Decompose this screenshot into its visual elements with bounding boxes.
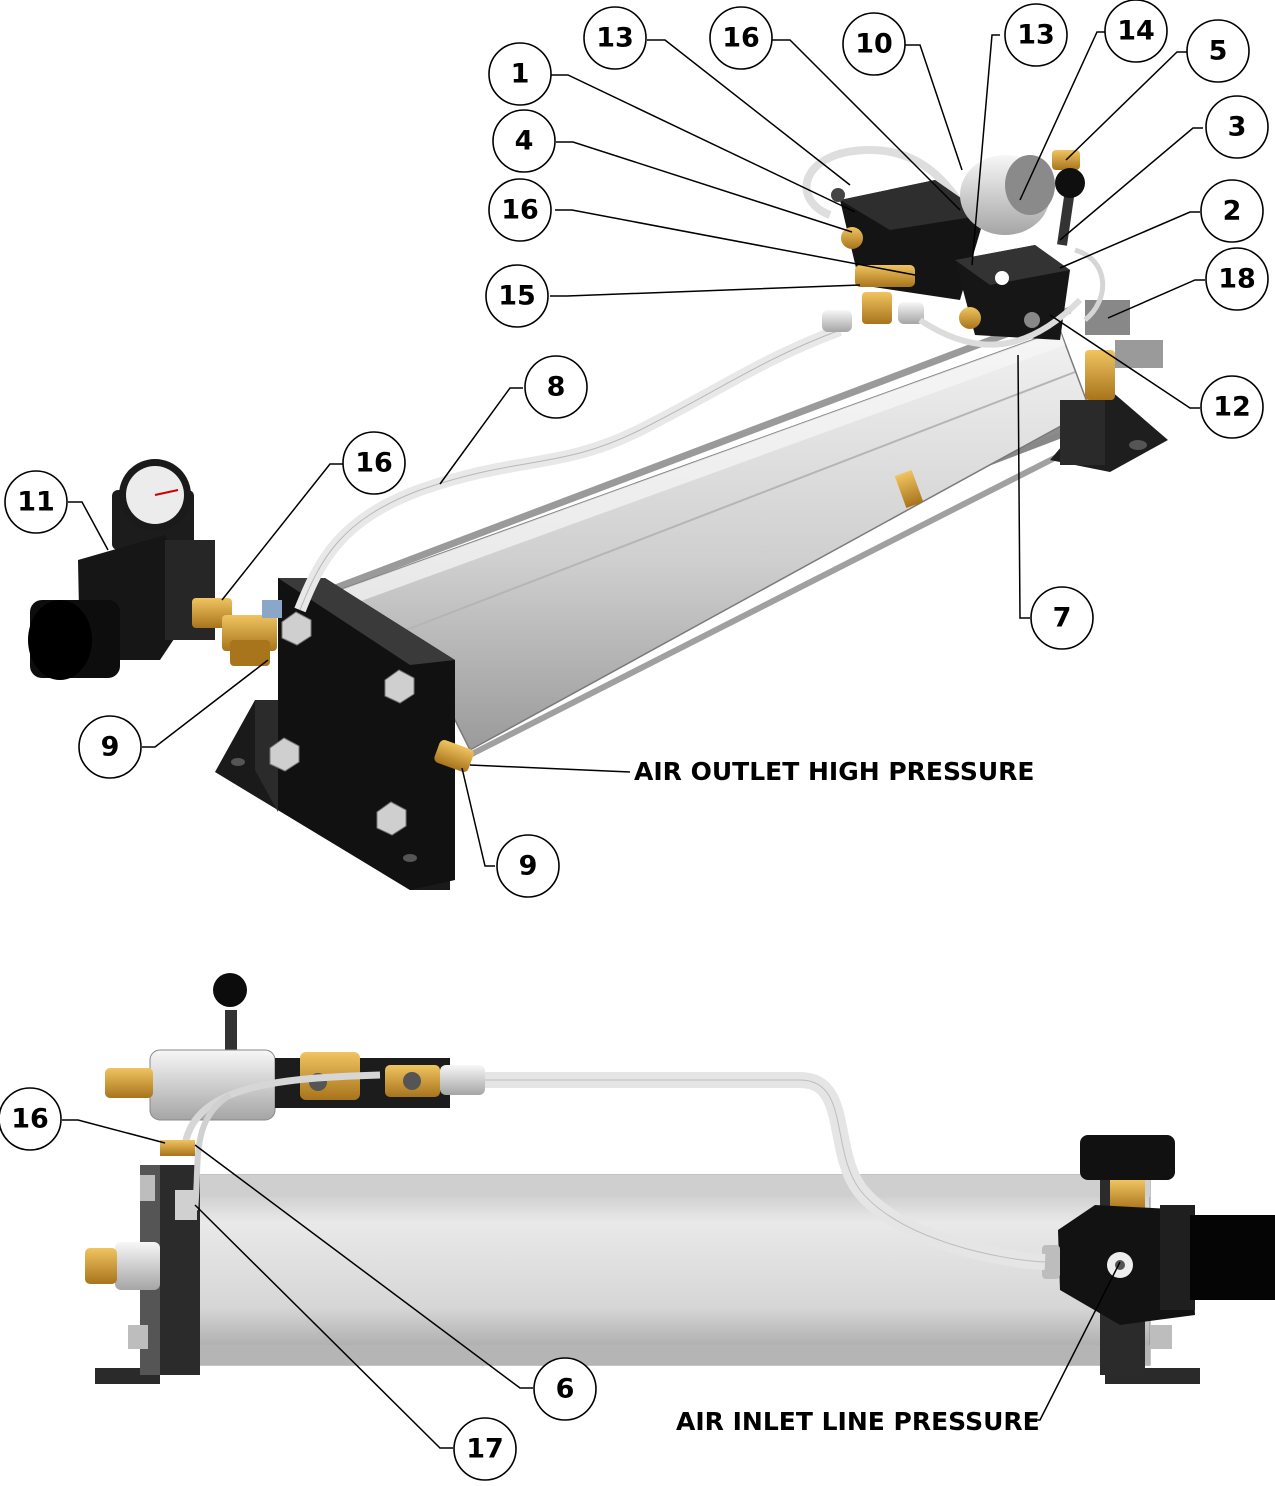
balloon-18: 18 [1205,247,1269,311]
rear-bracket [1050,390,1168,472]
balloon-4: 4 [492,109,556,173]
svg-text:8: 8 [547,372,566,403]
lever-knob-side [213,973,247,1007]
svg-text:11: 11 [17,487,55,518]
front-end-plate [215,578,455,890]
svg-text:10: 10 [855,29,893,60]
balloon-7: 7 [1030,586,1094,650]
cylinder-side [149,1174,1151,1366]
svg-text:9: 9 [519,851,538,882]
balloon-9b: 9 [496,834,560,898]
svg-text:3: 3 [1228,112,1247,143]
balloon-11: 11 [4,470,68,534]
balloon-16d: 16 [0,1087,62,1151]
svg-text:4: 4 [515,126,534,157]
svg-text:16: 16 [355,448,393,479]
regulator-fittings [192,598,282,666]
balloon-15: 15 [485,264,549,328]
nut [384,669,415,704]
stop-collar [894,469,924,509]
bottom-side-view [85,973,1275,1384]
outlet-label: AIR OUTLET HIGH PRESSURE [634,757,1035,786]
balloon-16a: 16 [709,6,773,70]
svg-text:2: 2 [1223,196,1242,227]
svg-text:15: 15 [498,281,536,312]
outlet-fitting [434,739,474,773]
top-leaders [68,31,1205,867]
balloon-13a: 13 [583,6,647,70]
svg-text:12: 12 [1213,392,1251,423]
regulator-side [1042,1135,1275,1325]
svg-text:18: 18 [1218,264,1256,295]
balloon-16c: 16 [342,431,406,495]
nut [281,611,312,646]
bottom-leaders [62,1119,1121,1449]
svg-text:17: 17 [466,1434,504,1465]
balloon-3: 3 [1205,95,1269,159]
svg-text:7: 7 [1053,603,1072,634]
svg-text:5: 5 [1209,36,1228,67]
svg-text:16: 16 [501,195,539,226]
balloon-10: 10 [842,12,906,76]
svg-text:16: 16 [722,23,760,54]
balloon-14: 14 [1104,0,1168,63]
top-isometric-view [28,145,1168,890]
balloon-12: 12 [1200,375,1264,439]
inlet-label: AIR INLET LINE PRESSURE [676,1407,1040,1436]
svg-text:9: 9 [101,732,120,763]
balloon-6: 6 [533,1357,597,1421]
nut [269,737,300,772]
valve-assembly [802,145,1163,400]
balloon-13b: 13 [1004,3,1068,67]
nut [376,801,407,836]
balloon-9a: 9 [78,715,142,779]
valve-assembly-side [105,973,485,1220]
balloon-5: 5 [1186,19,1250,83]
svg-text:13: 13 [596,23,634,54]
balloon-16b: 16 [488,178,552,242]
svg-text:13: 13 [1017,20,1055,51]
lever-knob [1055,168,1085,198]
balloon-8: 8 [524,355,588,419]
svg-text:6: 6 [556,1374,575,1405]
balloon-2: 2 [1200,179,1264,243]
svg-text:1: 1 [511,59,530,90]
svg-text:14: 14 [1117,16,1155,47]
svg-text:16: 16 [11,1104,49,1135]
balloon-1: 1 [488,42,552,106]
balloon-17: 17 [453,1417,517,1481]
